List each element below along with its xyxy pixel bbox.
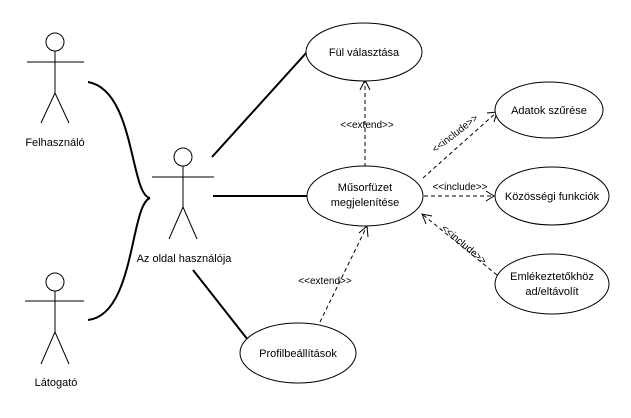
- generalization-latogato: [87, 197, 151, 321]
- usecase-label-kozossegi: Közösségi funkciók: [505, 191, 600, 203]
- usecase-ful: [305, 22, 423, 82]
- actor-label-latogato: Látogató: [35, 377, 78, 389]
- include-arrowhead-emlek: [421, 213, 433, 225]
- extend-arrowhead-bottom: [358, 224, 369, 238]
- include-arrowhead-kozossegi: [485, 190, 495, 202]
- usecase-musor: [306, 165, 424, 227]
- include-arrow-adatok: [422, 111, 498, 179]
- generalization-felhasznalo: [87, 81, 151, 199]
- label-include-kozossegi: <<include>>: [432, 182, 487, 193]
- usecase-label-ful: Fül választása: [329, 47, 400, 59]
- usecase-label-profil: Profilbeállítások: [259, 348, 337, 360]
- association-profil: [192, 269, 249, 341]
- usecase-label-emlek-1: Emlékeztetőkhöz: [510, 271, 594, 283]
- label-include-emlek: <<include>>: [439, 223, 488, 267]
- usecase-profil: [239, 322, 357, 384]
- usecase-emlek: [494, 253, 610, 315]
- label-extend-top: <<extend>>: [340, 120, 394, 131]
- usecase-label-musor-1: Műsorfüzet: [338, 182, 392, 194]
- actor-label-user: Az oldal használója: [137, 253, 233, 265]
- usecase-kozossegi: [494, 166, 610, 226]
- extend-arrow-bottom: [319, 225, 368, 323]
- include-arrow-emlek: [421, 213, 498, 276]
- actor-felhasznalo: [27, 32, 84, 124]
- actor-latogato: [25, 272, 84, 365]
- label-extend-bottom: <<extend>>: [298, 276, 352, 287]
- association-ful: [211, 51, 308, 158]
- usecase-label-emlek-2: ad/eltávolít: [525, 286, 578, 298]
- actor-label-felhasznalo: Felhasználó: [25, 137, 84, 149]
- usecase-label-adatok: Adatok szűrése: [511, 105, 587, 117]
- usecase-adatok: [494, 81, 604, 139]
- usecase-label-musor-2: megjelenítése: [331, 197, 400, 209]
- actor-user: [152, 147, 214, 240]
